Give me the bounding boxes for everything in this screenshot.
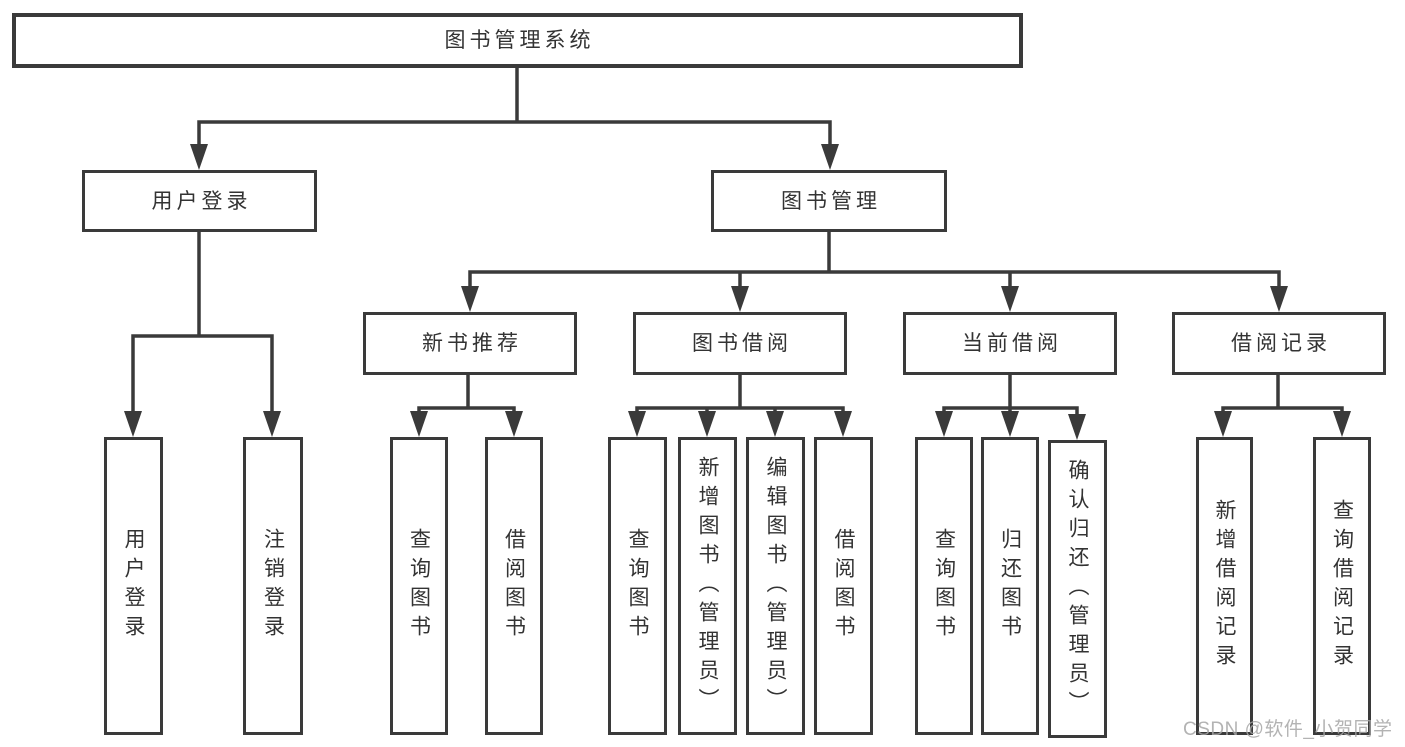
leaf-user-login: 用户登录	[104, 437, 163, 735]
connector-book-borrowing-group	[628, 373, 852, 437]
csdn-watermark: CSDN @软件_小贺同学	[1183, 719, 1393, 740]
leaf-borrow-books-recommend: 借阅图书	[485, 437, 543, 735]
leaf-logout: 注销登录	[243, 437, 303, 735]
leaf-add-book-admin: 新增图书（管理员）	[678, 437, 737, 735]
connector-user-login-group	[124, 230, 281, 437]
node-current-borrowing: 当前借阅	[903, 312, 1117, 375]
connector-borrowing-records-group	[1214, 373, 1351, 437]
leaf-confirm-return-admin: 确认归还（管理员）	[1048, 440, 1107, 738]
leaf-add-borrow-record: 新增借阅记录	[1196, 437, 1253, 735]
leaf-query-borrow-record: 查询借阅记录	[1313, 437, 1371, 735]
node-book-management: 图书管理	[711, 170, 947, 232]
connector-book-management-to-level2	[461, 230, 1288, 312]
leaf-edit-book-admin: 编辑图书（管理员）	[746, 437, 805, 735]
node-borrowing-records: 借阅记录	[1172, 312, 1386, 375]
connector-current-borrowing-group	[935, 373, 1086, 440]
leaf-query-books-borrowing: 查询图书	[608, 437, 667, 735]
leaf-query-books-current: 查询图书	[915, 437, 973, 735]
connector-root-to-level1	[190, 66, 839, 170]
node-user-login: 用户登录	[82, 170, 317, 232]
connector-new-book-recommendation-group	[410, 373, 523, 437]
node-book-borrowing: 图书借阅	[633, 312, 847, 375]
leaf-query-books-recommend: 查询图书	[390, 437, 448, 735]
leaf-borrow-books-borrowing: 借阅图书	[814, 437, 873, 735]
node-new-book-recommendation: 新书推荐	[363, 312, 577, 375]
leaf-return-books: 归还图书	[981, 437, 1039, 735]
node-library-management-system: 图书管理系统	[12, 13, 1023, 68]
